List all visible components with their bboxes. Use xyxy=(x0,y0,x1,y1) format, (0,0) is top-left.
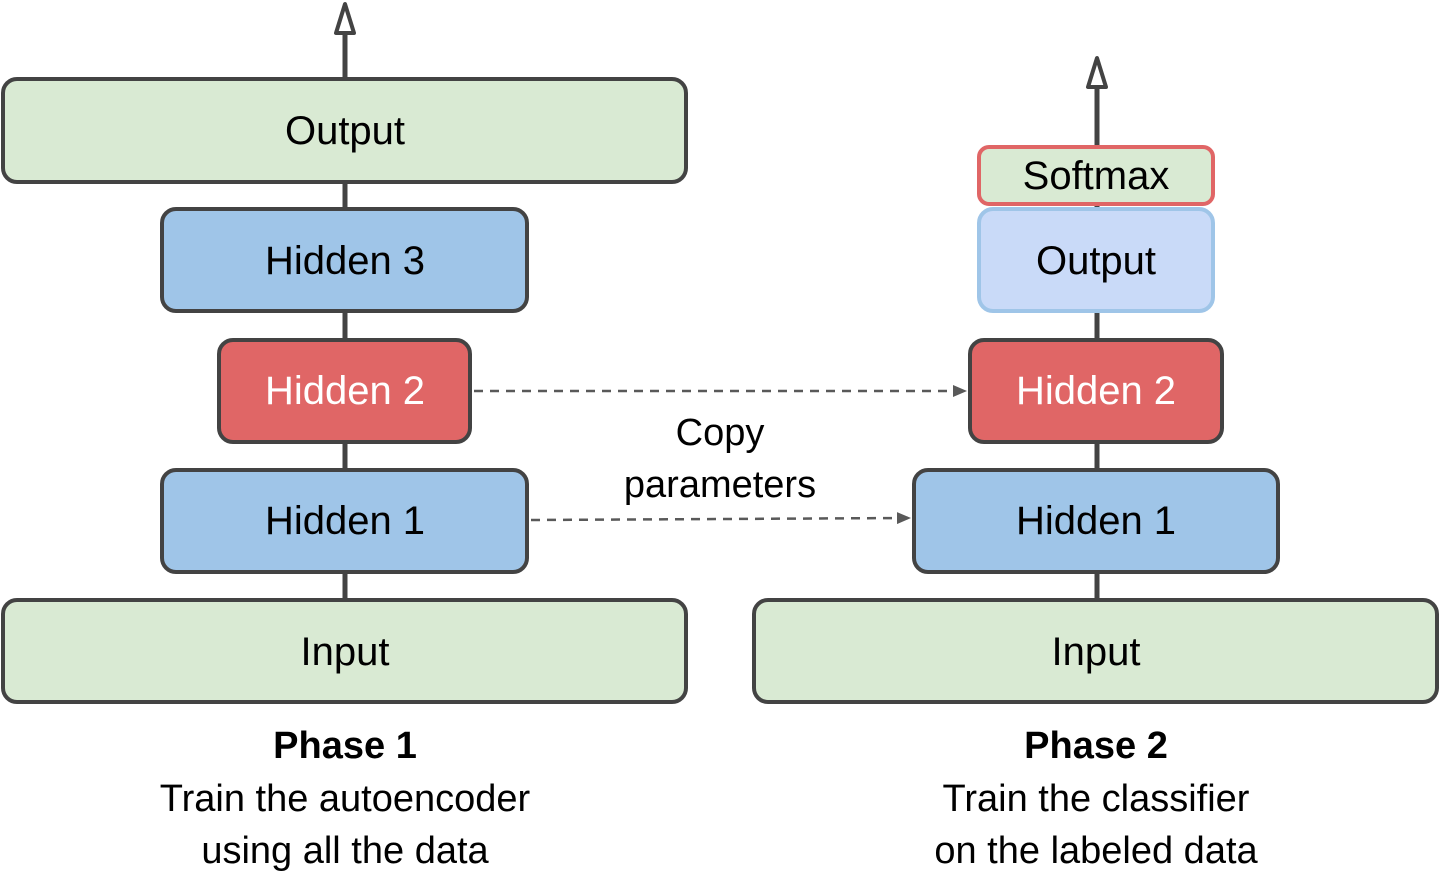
phase2-title: Phase 2 xyxy=(1024,725,1168,767)
phase2-network: Softmax Output Hidden 2 Hidden 1 Input xyxy=(752,56,1439,704)
phase1-description-line2: using all the data xyxy=(201,830,489,872)
phase2-description-line1: Train the classifier xyxy=(943,778,1250,820)
phase2-hidden1-layer xyxy=(912,468,1280,574)
phase1-caption: Phase 1 Train the autoencoder using all … xyxy=(160,725,531,872)
phase2-description-line2: on the labeled data xyxy=(934,830,1258,872)
phase2-up-arrow-icon xyxy=(1086,56,1108,89)
copy-label-line2: parameters xyxy=(624,464,816,506)
phase2-hidden2-label: Hidden 2 xyxy=(1016,369,1176,413)
phase1-input-label: Input xyxy=(301,630,390,674)
phase2-hidden2-layer xyxy=(968,338,1224,444)
phase1-input-layer xyxy=(1,598,688,704)
phase2-output-label: Output xyxy=(1036,239,1156,283)
phase2-input-layer xyxy=(752,598,1439,704)
phase2-softmax-layer xyxy=(977,145,1215,206)
phase1-description-line1: Train the autoencoder xyxy=(160,778,531,820)
phase1-network: Output Hidden 3 Hidden 2 Hidden 1 Input xyxy=(1,2,688,704)
phase1-output-label: Output xyxy=(285,109,405,153)
phase2-softmax-label: Softmax xyxy=(1023,154,1170,198)
phase1-up-arrow-icon xyxy=(334,2,356,35)
copy-parameters-connectors: Copy parameters xyxy=(474,385,967,525)
phase1-hidden2-layer xyxy=(217,338,472,444)
phase1-hidden1-layer xyxy=(160,468,529,574)
phase1-hidden2-label: Hidden 2 xyxy=(265,369,425,413)
phase1-hidden3-layer xyxy=(160,207,529,313)
copy-hidden1-arrow xyxy=(530,512,911,525)
phase1-output-layer xyxy=(1,77,688,184)
phase1-title: Phase 1 xyxy=(273,725,417,767)
phase2-caption: Phase 2 Train the classifier on the labe… xyxy=(934,725,1258,872)
phase1-hidden3-label: Hidden 3 xyxy=(265,239,425,283)
copy-label-line1: Copy xyxy=(676,412,765,454)
phase1-hidden1-label: Hidden 1 xyxy=(265,499,425,543)
phase2-output-layer xyxy=(977,207,1215,313)
phase2-hidden1-label: Hidden 1 xyxy=(1016,499,1176,543)
phase2-input-label: Input xyxy=(1052,630,1141,674)
